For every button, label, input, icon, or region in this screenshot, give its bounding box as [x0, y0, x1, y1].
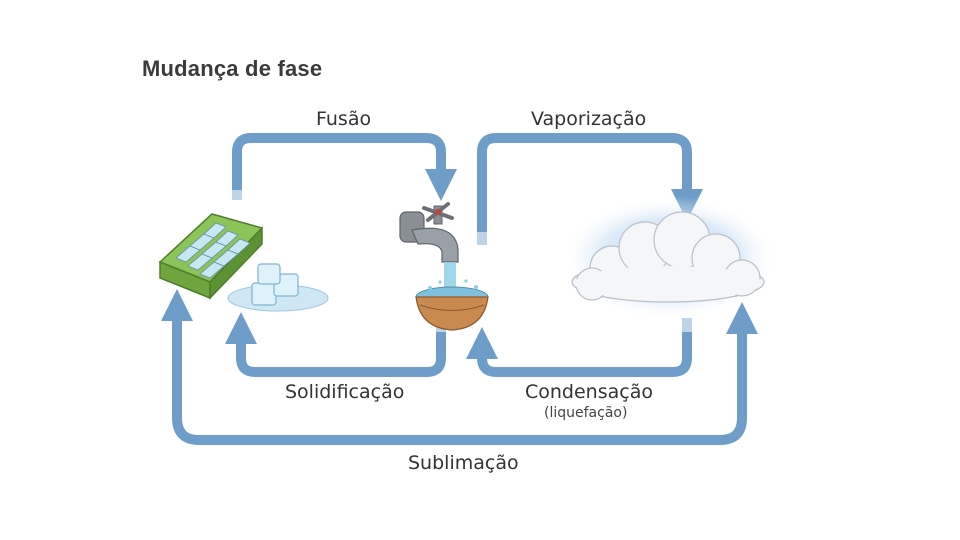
- cloud-icon: [562, 196, 778, 320]
- sublimacao-arrow: [160, 288, 759, 445]
- label-solidificacao: Solidificação: [285, 381, 405, 403]
- vaporizacao-arrow: [477, 133, 704, 245]
- fusao-arrow: [232, 133, 458, 202]
- label-fusao: Fusão: [316, 108, 372, 130]
- bowl-icon: [415, 279, 489, 331]
- label-sublimacao: Sublimação: [408, 452, 519, 474]
- label-vaporizacao: Vaporização: [531, 108, 647, 130]
- ice-tray-icon: [158, 213, 264, 300]
- ice-cubes-icon: [227, 263, 329, 312]
- page-title: Mudança de fase: [142, 56, 323, 81]
- condensacao-arrow: [465, 318, 692, 377]
- faucet-icon: [399, 202, 459, 288]
- label-liquefacao: (liquefação): [544, 405, 628, 421]
- label-condensacao: Condensação: [525, 381, 653, 403]
- solidificacao-arrow: [224, 311, 446, 377]
